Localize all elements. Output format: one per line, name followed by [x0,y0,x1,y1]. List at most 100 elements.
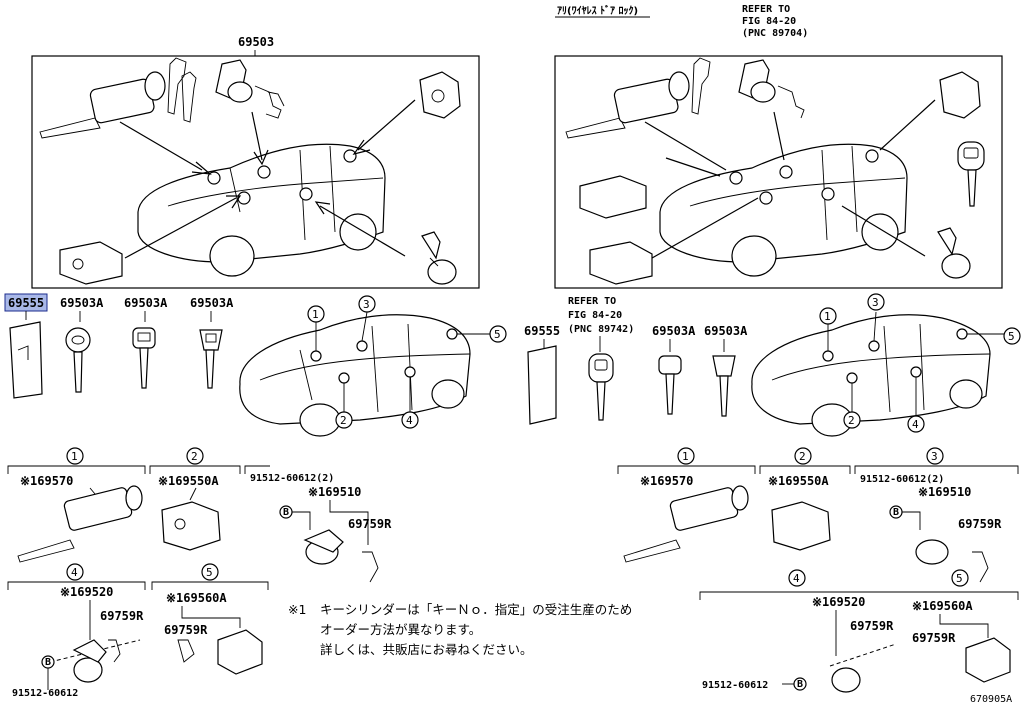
latch-icon [419,71,461,119]
refer-key-2[interactable]: FIG 84-20 [568,310,622,321]
right-group-2: 2 ※169550A [759,447,851,551]
refer-key-3[interactable]: (PNC 89742) [568,324,634,335]
key-case-icon [9,321,43,399]
ignition-cylinder-icon [39,57,197,139]
note-line-1: キーシリンダーは「キーＮｏ．指定」の受注生産のため [320,602,632,617]
circle-4-right: 4 [912,418,919,431]
label-169520-right[interactable]: ※169520 [812,595,865,609]
label-91512-60612-left[interactable]: 91512-60612 [12,688,78,699]
group-circle: 2 [191,450,198,463]
arrow-icons [119,99,416,259]
label-169550A-right[interactable]: ※169550A [768,474,829,488]
circle-3-left: 3 [363,298,370,311]
right-car-diagram: 1 2 3 4 5 [751,293,1021,437]
arrow-icons-right [644,99,936,263]
label-169560A-right[interactable]: ※169560A [912,599,973,613]
right-group-3: 3 91512-60612(2) ※169510 69759R B 5 [854,447,1019,587]
label-69503A-left-1[interactable]: 69503A [60,296,104,310]
label-169550A-left[interactable]: ※169550A [158,474,219,488]
sub-circle-5-right: 5 [956,572,963,585]
label-169510-left[interactable]: ※169510 [308,485,361,499]
assembly-box-left [31,55,480,289]
door-cylinder-small-icon-right [915,539,949,565]
key-icon-3 [199,329,223,389]
lock-module-icon [59,241,123,285]
label-69555-left[interactable]: 69555 [8,296,44,310]
label-169560A-left[interactable]: ※169560A [166,591,227,605]
bolt-marker-left-3: B [283,507,289,518]
label-169520-left[interactable]: ※169520 [60,585,113,599]
callout-circle [307,305,325,323]
left-group-3: 91512-60612(2) ※169510 69759R B [244,465,392,583]
remote-key-icon [957,141,985,207]
ignition-cylinder-small-icon [17,485,143,563]
circle-2-right: 2 [848,414,855,427]
diagram-id: 670905A [970,694,1012,705]
right-keys: REFER TO FIG 84-20 (PNC 89742) 69555 695… [524,296,748,425]
right-assembly: ｱﾘ(ﾜｲﾔﾚｽ ﾄﾞｱ ﾛｯｸ) REFER TO FIG 84-20 (PN… [554,4,1003,289]
label-69555-right[interactable]: 69555 [524,324,560,338]
label-91512-60612-2-right[interactable]: 91512-60612(2) [860,474,944,485]
group-circle: 3 [931,450,938,463]
label-169510-right[interactable]: ※169510 [918,485,971,499]
refer-top-1[interactable]: REFER TO [742,4,790,15]
bolt-marker-right-3: B [893,507,899,518]
ignition-cylinder-small-icon-right [623,485,749,563]
label-69759R-right-5[interactable]: 69759R [912,631,956,645]
key-icon-2 [132,327,156,389]
label-69503[interactable]: 69503 [238,35,274,49]
latch-icon-right [939,71,981,119]
key-icon-1 [65,327,91,393]
group-circle: 1 [71,450,78,463]
circle-5-left: 5 [494,328,501,341]
label-69503A-left-3[interactable]: 69503A [190,296,234,310]
bolt-marker-right-4: B [797,679,803,690]
label-91512-60612-2-left[interactable]: 91512-60612(2) [250,473,334,484]
lock-body-icon-right [771,501,831,551]
left-group-1: 1 ※169570 [7,447,146,563]
circle-1-left: 1 [312,308,319,321]
ignition-cylinder-icon-right [565,57,711,139]
door-cylinder-icon-right [937,227,971,279]
label-69759R-left-3[interactable]: 69759R [348,517,392,531]
label-69759R-left-4[interactable]: 69759R [100,609,144,623]
left-group-2: 2 ※169550A [149,447,241,551]
left-car-diagram: 1 2 3 4 5 [239,295,507,437]
lock-module-icon-right [589,241,653,285]
group-circle: 1 [682,450,689,463]
door-cylinder-small-icon [303,529,379,583]
refer-key-1[interactable]: REFER TO [568,296,616,307]
left-group-4: 4 ※169520 69759R B 91512-60612 [7,563,146,699]
right-group-4: 4 ※169520 69759R 91512-60612 B [699,569,1019,693]
label-69503A-right-2[interactable]: 69503A [704,324,748,338]
door-cylinder-small-icon-right-2 [831,667,861,693]
bolt-marker-left-4: B [45,657,51,668]
group-circle: 4 [71,566,78,579]
label-169570-right[interactable]: ※169570 [640,474,693,488]
note-line-3: 詳しくは、共販店にお尋ねください。 [320,642,533,657]
car-outline-icon-right [659,143,908,277]
left-group-5: 5 ※169560A 69759R [151,563,269,675]
label-69503A-right-1[interactable]: 69503A [652,324,696,338]
label-69759R-right-4[interactable]: 69759R [850,619,894,633]
assembly-box-right [554,55,1003,289]
label-69759R-left-5[interactable]: 69759R [164,623,208,637]
door-lock-icon-right [738,59,805,119]
circle-5-right: 5 [1008,330,1015,343]
car-outline-icon [137,143,386,277]
circle-1-right: 1 [824,310,831,323]
label-69759R-right-3[interactable]: 69759R [958,517,1002,531]
refer-top-3[interactable]: (PNC 89704) [742,28,808,39]
circle-2-left: 2 [340,414,347,427]
refer-top-2[interactable]: FIG 84-20 [742,16,796,27]
label-69503A-left-2[interactable]: 69503A [124,296,168,310]
label-169570-left[interactable]: ※169570 [20,474,73,488]
circle-3-right: 3 [872,296,879,309]
door-cylinder-icon [421,231,457,285]
right-header-jp: ｱﾘ(ﾜｲﾔﾚｽ ﾄﾞｱ ﾛｯｸ) [557,4,638,17]
latch-small-icon-right [965,637,1011,683]
group-circle: 2 [799,450,806,463]
label-91512-60612-right[interactable]: 91512-60612 [702,680,768,691]
group-circle: 5 [206,566,213,579]
lock-body-icon [161,501,221,551]
